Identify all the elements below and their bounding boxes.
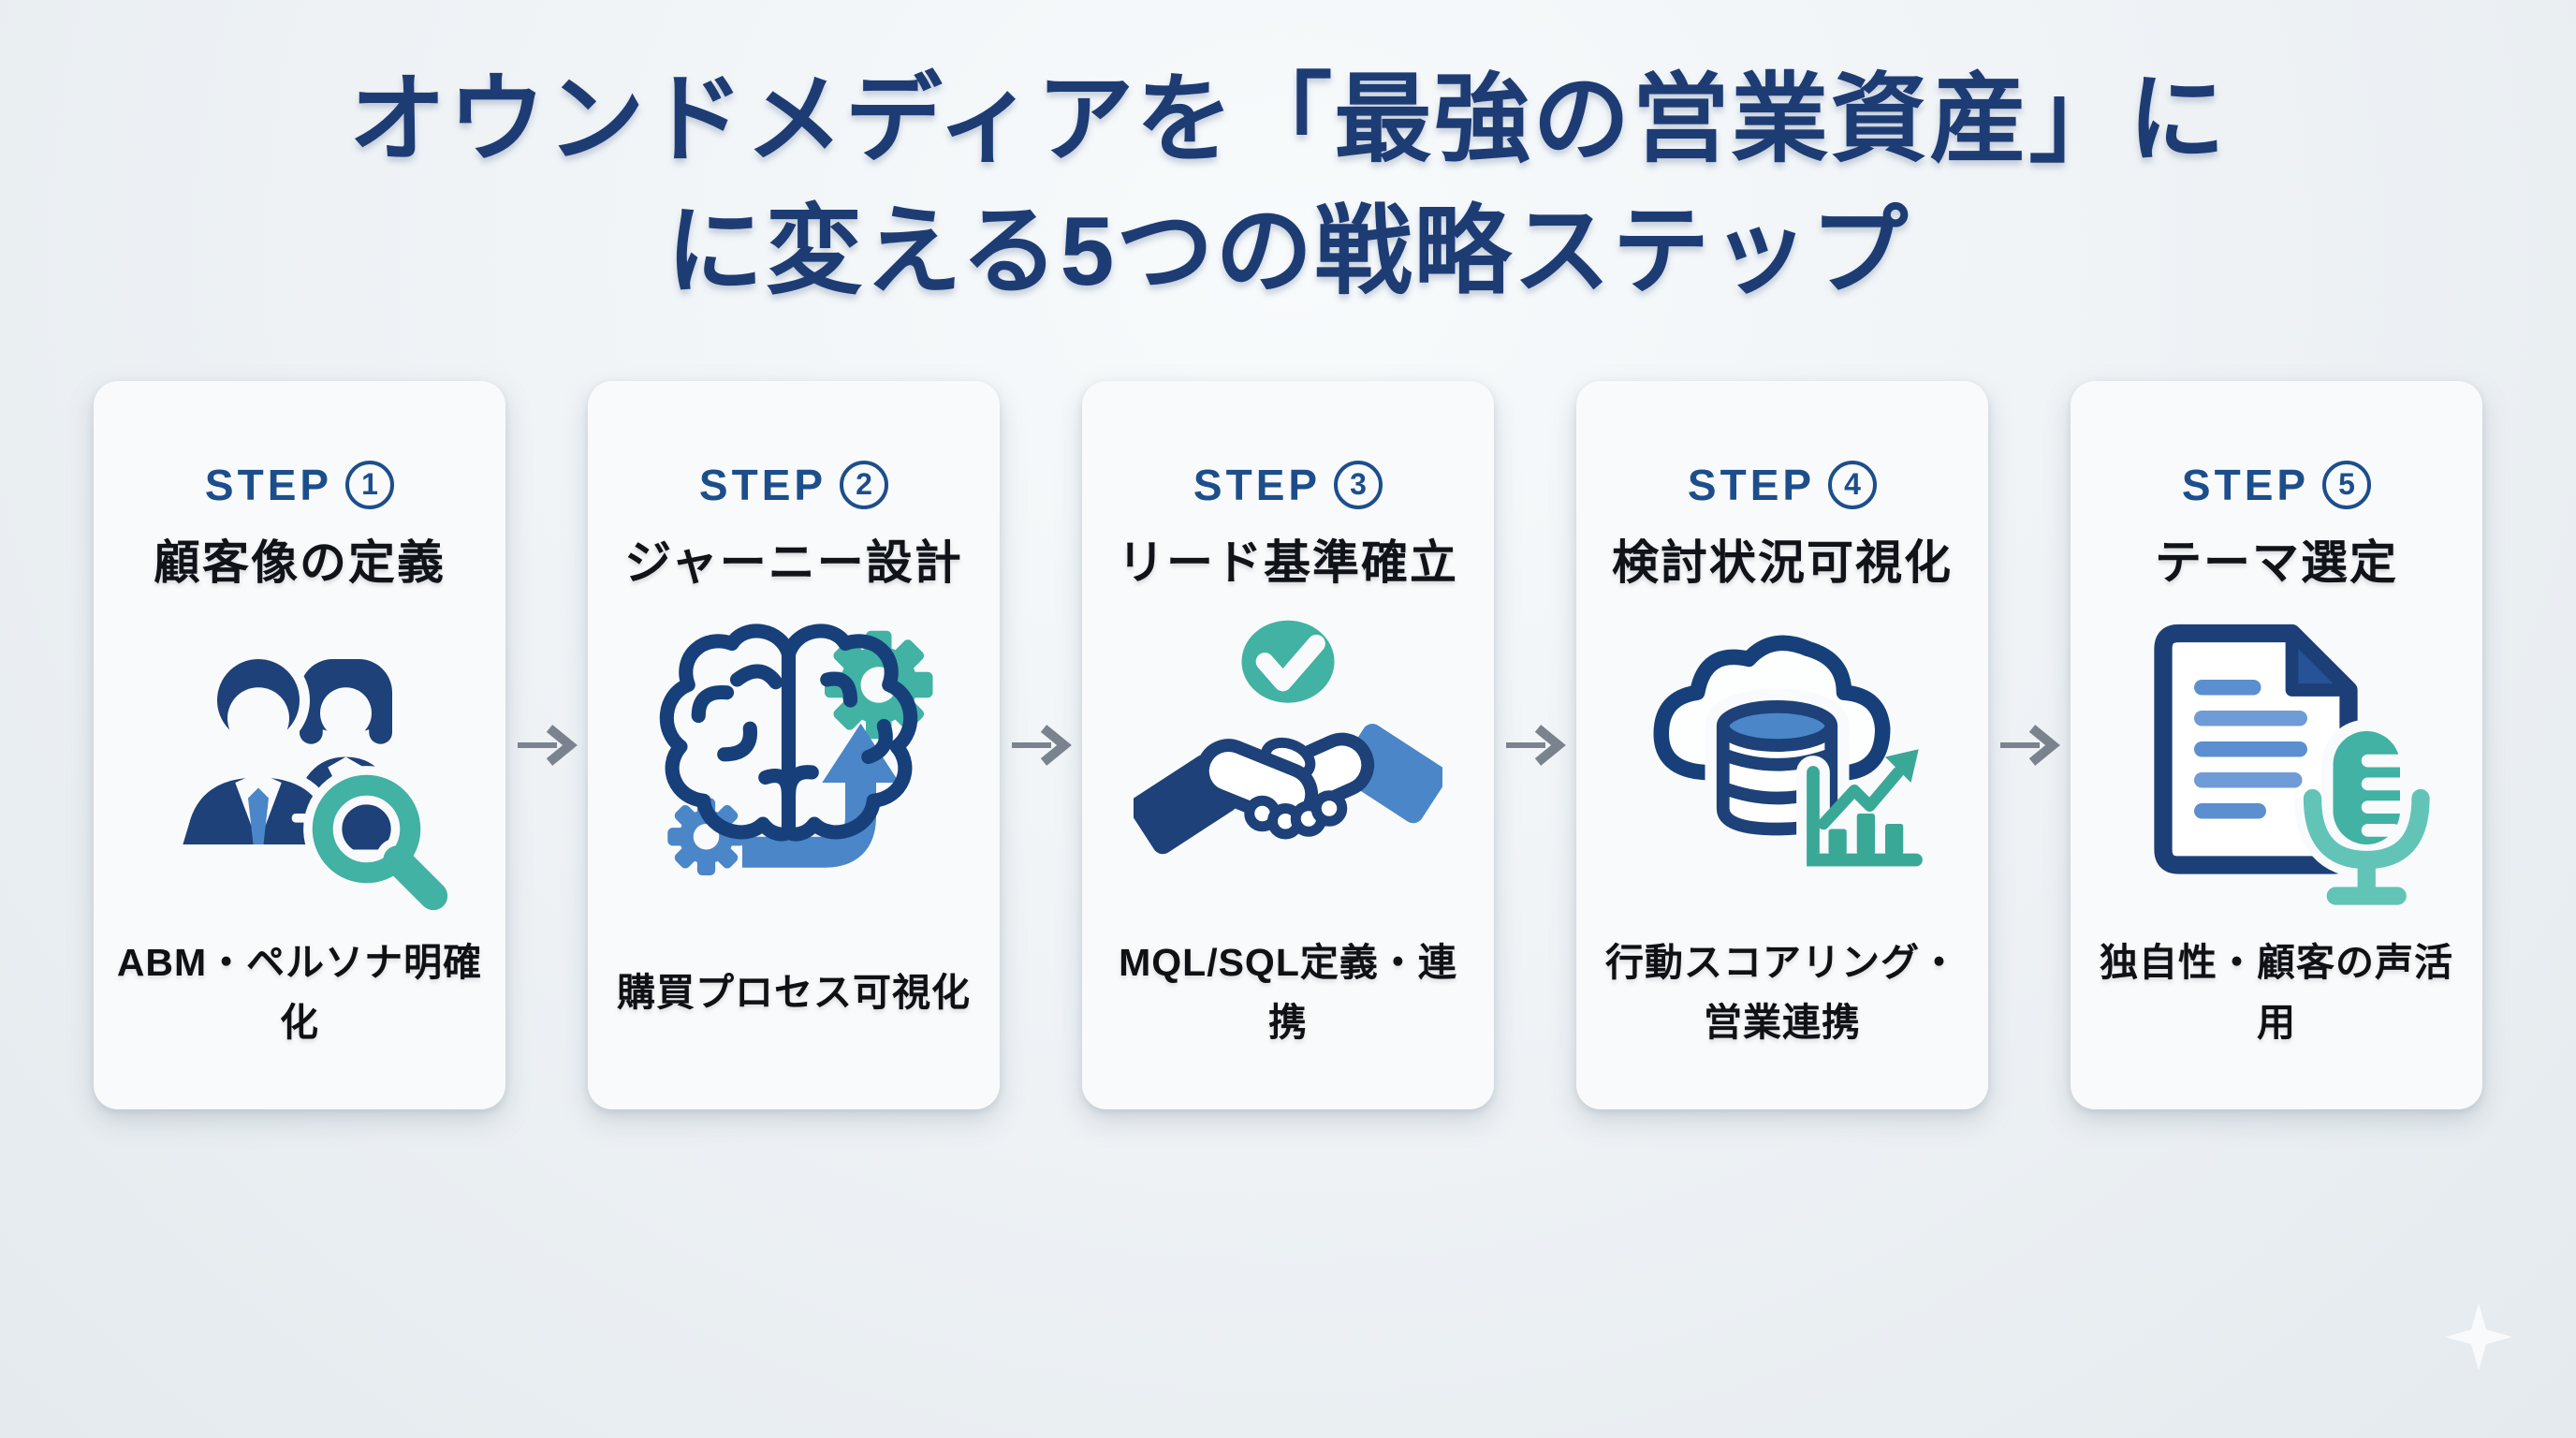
magnifier-glass <box>303 766 454 917</box>
step-caption: 独自性・顧客の声活用 <box>2100 941 2453 1044</box>
step-label: STEP 2 <box>698 460 889 510</box>
step-icon-area <box>2089 593 2464 932</box>
step-label: STEP 1 <box>204 460 395 510</box>
step-card-3: STEP 3 リード基準確立 <box>1082 380 1494 1109</box>
step-label-text: STEP <box>1687 460 1816 509</box>
flow-arrow-gap <box>1494 723 1576 768</box>
step-title: リード基準確立 <box>1118 536 1458 589</box>
step-card-1: STEP 1 顧客像の定義 <box>94 380 505 1109</box>
step-label: STEP 4 <box>1687 460 1878 510</box>
step-card-2: STEP 2 ジャーニー設計 <box>588 380 1000 1109</box>
brain-outline <box>659 624 918 842</box>
bar-chart-growth <box>1796 749 1933 877</box>
page-title-line2: に変える5つの戦略ステップ <box>666 198 1910 307</box>
step-number-badge: 4 <box>1828 460 1878 509</box>
step-label: STEP 5 <box>2181 460 2372 510</box>
handshake <box>1134 723 1442 855</box>
step-label-text: STEP <box>204 460 333 509</box>
flow-arrow-gap <box>1988 723 2071 768</box>
microphone <box>2294 719 2431 905</box>
step-caption: 購買プロセス可視化 <box>617 971 971 1015</box>
step-number-badge: 5 <box>2322 460 2372 509</box>
step-card-5: STEP 5 テーマ選定 <box>2071 380 2482 1109</box>
document-microphone-icon <box>2154 624 2431 905</box>
step-icon-area <box>1101 593 1475 932</box>
step-icon-area <box>607 593 981 932</box>
checkmark-handshake-icon <box>1134 620 1442 855</box>
step-title: 顧客像の定義 <box>154 536 446 589</box>
check-badge <box>1241 620 1335 703</box>
step-number-badge: 1 <box>345 460 395 509</box>
step-number-badge: 2 <box>840 460 889 509</box>
flow-arrow-right-icon <box>1012 725 1072 766</box>
step-caption: 行動スコアリング・ 営業連携 <box>1605 941 1959 1044</box>
step-caption: MQL/SQL定義・連携 <box>1119 941 1457 1044</box>
page-title: オウンドメディアを「最強の営業資産」にに変える5つの戦略ステップ <box>0 0 2576 319</box>
step-title: 検討状況可視化 <box>1612 536 1953 589</box>
sparkle-decoration <box>2445 1303 2512 1371</box>
flow-arrow-right-icon <box>1506 725 1566 766</box>
step-label-text: STEP <box>2181 460 2310 509</box>
step-icon-area <box>1595 593 1969 932</box>
cloud-database-analytics-icon <box>1653 635 1933 877</box>
step-label-text: STEP <box>1193 460 1322 509</box>
step-number-badge: 3 <box>1334 460 1383 509</box>
customer-personas-magnifier-icon <box>168 648 454 917</box>
flow-arrow-gap <box>1000 723 1082 768</box>
flow-arrow-right-icon <box>518 725 578 766</box>
step-title: ジャーニー設計 <box>624 536 963 589</box>
step-icon-area <box>112 593 487 932</box>
flow-arrow-right-icon <box>2000 725 2060 766</box>
page-title-line1: オウンドメディアを「最強の営業資産」に <box>348 66 2228 174</box>
step-card-4: STEP 4 検討状況可視化 <box>1576 380 1988 1109</box>
step-title: テーマ選定 <box>2155 536 2398 589</box>
brain-gears-growth-arrow-icon <box>659 624 933 875</box>
flow-arrow-gap <box>505 723 588 768</box>
step-label-text: STEP <box>698 460 827 509</box>
step-caption: ABM・ペルソナ明確化 <box>116 941 483 1044</box>
step-label: STEP 3 <box>1193 460 1383 510</box>
steps-row: STEP 1 顧客像の定義 <box>0 380 2576 1109</box>
